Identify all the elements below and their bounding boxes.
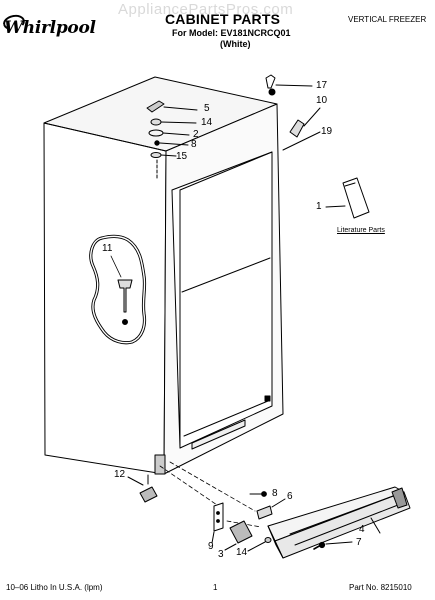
- callout-5: 5: [204, 103, 210, 114]
- callout-10: 10: [316, 95, 328, 106]
- callout-7: 7: [356, 537, 362, 548]
- top-hinge-hardware: [146, 100, 198, 179]
- callout-8-top: 8: [191, 139, 197, 150]
- callout-2: 2: [193, 129, 199, 140]
- side-recess-outline: [89, 234, 147, 345]
- footer-print-info: 10–06 Litho In U.S.A. (lpm): [6, 583, 103, 592]
- cabinet-body: [43, 76, 284, 475]
- callout-11: 11: [102, 243, 113, 254]
- product-type: VERTICAL FREEZER: [348, 15, 427, 24]
- screw-part: [313, 541, 353, 550]
- literature-booklet: [325, 177, 370, 219]
- callout-12: 12: [114, 469, 126, 480]
- callout-15: 15: [176, 151, 188, 162]
- literature-parts-label: Literature Parts: [337, 227, 385, 234]
- callout-6: 6: [287, 491, 293, 502]
- watermark-text: AppliancePartsPros.com: [118, 1, 294, 18]
- top-right-parts: [265, 74, 321, 151]
- toe-grille: [267, 486, 411, 559]
- callout-14-bottom: 14: [236, 547, 248, 558]
- callout-3: 3: [218, 549, 224, 560]
- brand-logo: Whirlpool: [4, 18, 96, 38]
- callout-4: 4: [359, 524, 365, 535]
- drain-tube-part: [110, 255, 133, 325]
- model-line: For Model: EV181NCRCQ01: [172, 28, 291, 38]
- callout-14-top: 14: [201, 117, 213, 128]
- bottom-hardware: [211, 491, 286, 552]
- callout-8-bottom: 8: [272, 488, 278, 499]
- callout-17: 17: [316, 80, 328, 91]
- callout-1: 1: [316, 201, 322, 212]
- callout-9: 9: [208, 541, 214, 552]
- footer-part-number: Part No. 8215010: [349, 583, 412, 592]
- page-title: CABINET PARTS: [165, 11, 281, 27]
- mounting-guide-lines: [159, 461, 262, 528]
- callout-19: 19: [321, 126, 333, 137]
- color-line: (White): [220, 39, 251, 49]
- leveling-leg: [127, 474, 158, 503]
- footer-page-number: 1: [213, 583, 218, 592]
